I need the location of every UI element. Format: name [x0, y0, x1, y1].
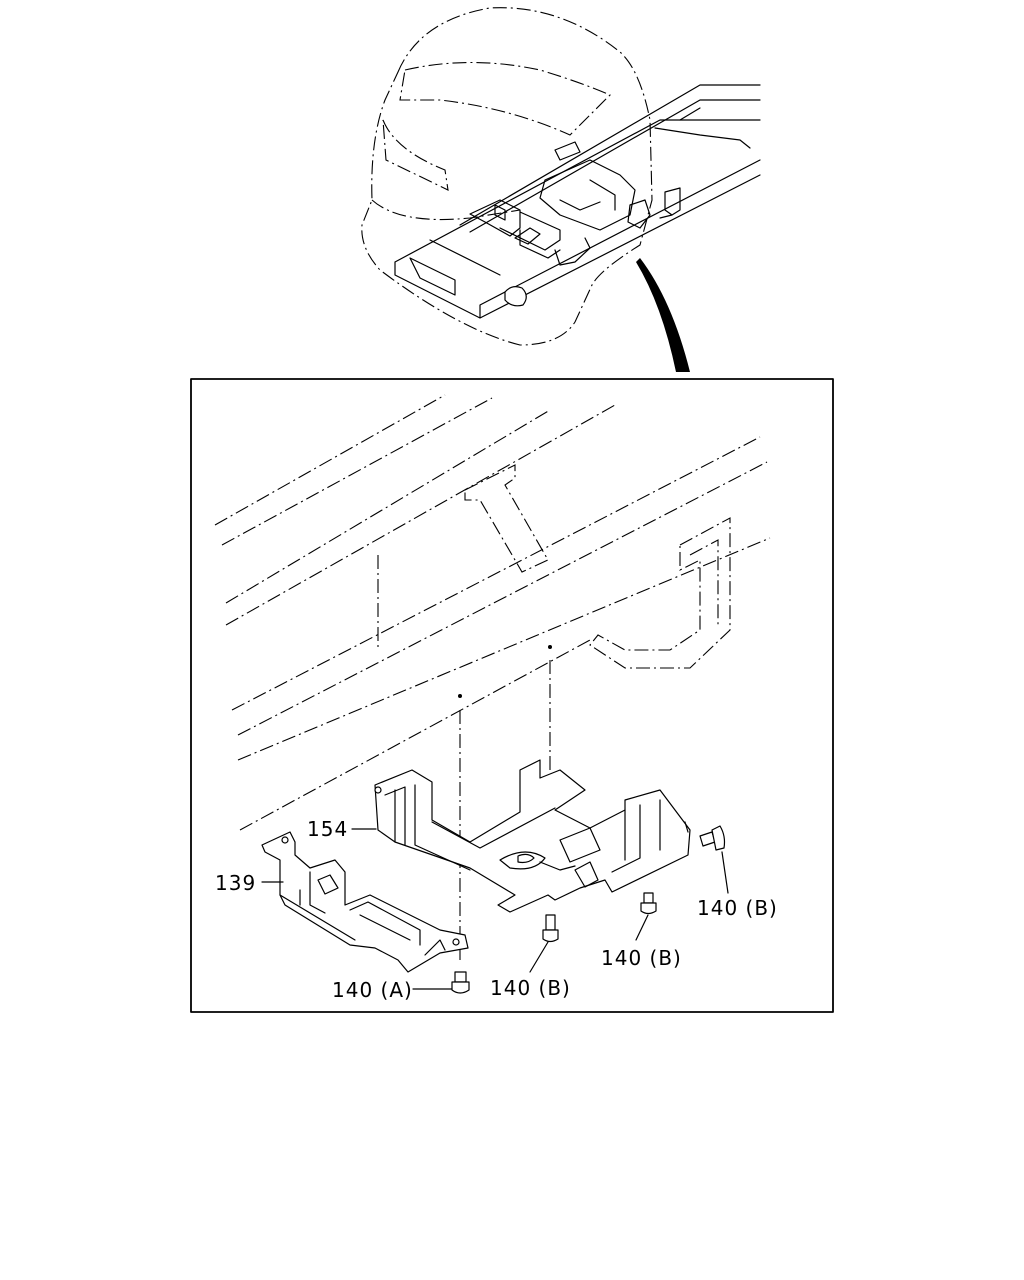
cab-outline — [361, 7, 653, 346]
callout-140b-center: 140 (B) — [490, 976, 571, 1000]
bolt-140b-center — [542, 914, 559, 943]
mud-flap — [659, 187, 681, 219]
detail-frame — [190, 378, 834, 1013]
mount-hole-b — [548, 645, 552, 649]
callout-140a: 140 (A) — [332, 978, 413, 1002]
part-154-details — [384, 784, 689, 888]
leader-140b-center — [529, 941, 549, 973]
callout-140b-right: 140 (B) — [601, 946, 682, 970]
part-154-skid-plate — [374, 759, 691, 913]
leader-140b-side — [721, 851, 729, 894]
part-139-bracket — [261, 831, 469, 973]
part-154-hole — [374, 786, 382, 794]
windshield — [399, 61, 611, 136]
part-139-details — [279, 871, 446, 956]
chassis-rail-front — [394, 119, 761, 319]
cab-mount-inner — [689, 539, 719, 625]
cab-lower-line — [371, 199, 521, 221]
part-139-hole-1 — [281, 836, 289, 844]
frame-rail-mid — [237, 461, 768, 736]
body-line-3 — [225, 409, 551, 604]
chassis-crossmember — [409, 107, 751, 296]
truck-cab-overview — [361, 7, 761, 372]
callout-140b-side: 140 (B) — [697, 896, 778, 920]
detail-view — [214, 394, 771, 994]
side-window — [382, 119, 449, 191]
mirror-bracket — [504, 286, 527, 307]
frame-rail-lower — [239, 639, 591, 831]
part-139-hole-2 — [452, 938, 460, 946]
bolt-140b-side — [699, 825, 726, 851]
leader-140b-right — [635, 914, 649, 941]
frame-rail-top — [231, 436, 761, 711]
bolt-140b-right — [640, 892, 657, 915]
frame-rail-bottom — [237, 537, 771, 761]
callout-154: 154 — [307, 817, 348, 841]
cab-mount-bracket — [589, 517, 731, 669]
body-line-4 — [225, 404, 616, 626]
body-line-2 — [221, 397, 493, 546]
bolt-140a — [451, 971, 470, 994]
mount-hole-a — [458, 694, 462, 698]
crossmember — [464, 464, 549, 573]
body-line-1 — [214, 394, 446, 526]
callout-139: 139 — [215, 871, 256, 895]
detail-pointer-arrow — [636, 258, 690, 372]
under-cab-components — [469, 141, 651, 266]
chassis-rail-back — [459, 84, 761, 233]
